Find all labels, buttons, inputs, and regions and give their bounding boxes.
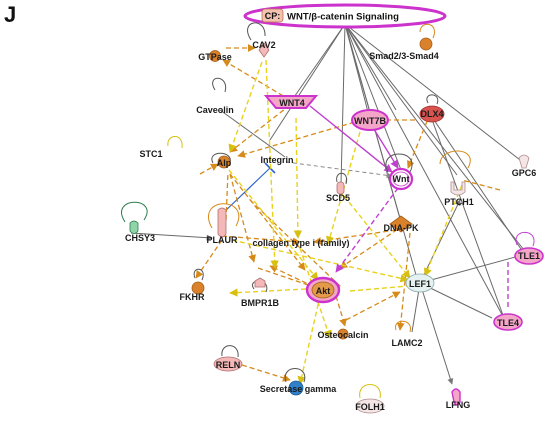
node-wnt[interactable]: Wnt	[388, 167, 414, 191]
node-lamc2[interactable]: LAMC2	[392, 338, 423, 348]
node-plaur[interactable]: PLAUR	[207, 207, 238, 245]
node-label: DNA-PK	[384, 223, 419, 233]
node-label: WNT7B	[354, 116, 386, 126]
node-label: STC1	[139, 149, 162, 159]
node-label: FOLH1	[355, 402, 385, 412]
canonical-pathway-node[interactable]: CP: WNT/β-catenin Signaling	[243, 3, 447, 29]
node-label: FKHR	[180, 292, 205, 302]
cp-tag: CP:	[265, 11, 281, 21]
node-label: CAV2	[252, 40, 275, 50]
node-cav2[interactable]: CAV2	[252, 40, 276, 58]
node-wnt4[interactable]: WNT4	[263, 95, 319, 109]
node-wnt7b[interactable]: WNT7B	[351, 109, 389, 131]
node-label: Smad2/3-Smad4	[369, 51, 439, 61]
magenta-edges	[309, 105, 399, 173]
node-gtpase[interactable]: GTPase	[198, 50, 232, 63]
node-lfng[interactable]: LFNG	[446, 388, 471, 410]
cp-edges	[269, 23, 529, 323]
node-label: CHSY3	[125, 233, 155, 243]
node-collagen[interactable]: collagen type i (family)	[252, 238, 349, 248]
self-loops	[121, 22, 535, 399]
node-stc1[interactable]: STC1	[139, 149, 162, 159]
magenta-dashed-edges	[335, 187, 509, 310]
node-label: BMPR1B	[241, 298, 280, 308]
node-akt[interactable]: Akt	[305, 276, 341, 304]
node-label: LFNG	[446, 400, 471, 410]
node-integrin[interactable]: Integrin	[261, 155, 294, 165]
node-ptch1[interactable]: PTCH1	[444, 181, 474, 207]
dashed-gray-edges	[285, 161, 393, 179]
node-bmpr1b[interactable]: BMPR1B	[241, 277, 280, 308]
node-label: Wnt	[393, 174, 410, 184]
node-lef1[interactable]: LEF1	[405, 273, 435, 293]
node-label: TLE4	[497, 318, 519, 328]
solid-edges	[130, 109, 524, 385]
node-label: PLAUR	[207, 235, 238, 245]
node-reln[interactable]: RELN	[213, 356, 243, 372]
node-folh1[interactable]: FOLH1	[355, 398, 385, 414]
node-label: collagen type i (family)	[252, 238, 349, 248]
node-scd5[interactable]: SCD5	[326, 181, 350, 203]
node-label: Alp	[217, 158, 232, 168]
node-label: RELN	[216, 360, 241, 370]
node-label: LEF1	[409, 279, 431, 289]
node-label: TLE1	[518, 251, 540, 261]
node-smad[interactable]: Smad2/3-Smad4	[369, 37, 439, 61]
node-label: LAMC2	[392, 338, 423, 348]
node-tle4[interactable]: TLE4	[493, 313, 523, 331]
node-dlx4[interactable]: DLX4	[419, 105, 445, 123]
node-gpc6[interactable]: GPC6	[512, 154, 537, 178]
node-label: SCD5	[326, 193, 350, 203]
node-label: Secretase gamma	[260, 384, 338, 394]
node-chsy3[interactable]: CHSY3	[125, 220, 155, 243]
node-label: DLX4	[420, 109, 443, 119]
node-dnapk[interactable]: DNA-PK	[384, 215, 419, 233]
node-label: Caveolin	[196, 105, 234, 115]
node-label: WNT4	[279, 98, 305, 108]
panel-label: J	[4, 2, 17, 27]
node-caveolin[interactable]: Caveolin	[196, 105, 234, 115]
node-label: GTPase	[198, 52, 232, 62]
node-osteocalcin[interactable]: Osteocalcin	[317, 328, 369, 340]
cp-name: WNT/β-catenin Signaling	[287, 12, 399, 23]
node-label: PTCH1	[444, 197, 474, 207]
node-secretase-gamma[interactable]: Secretase gamma	[260, 380, 338, 396]
node-label: Osteocalcin	[317, 330, 368, 340]
node-label: Akt	[316, 286, 331, 296]
node-label: GPC6	[512, 168, 537, 178]
node-fkhr[interactable]: FKHR	[180, 281, 205, 302]
node-tle1[interactable]: TLE1	[514, 247, 544, 265]
node-alp[interactable]: Alp	[217, 155, 232, 169]
node-label: Integrin	[261, 155, 294, 165]
